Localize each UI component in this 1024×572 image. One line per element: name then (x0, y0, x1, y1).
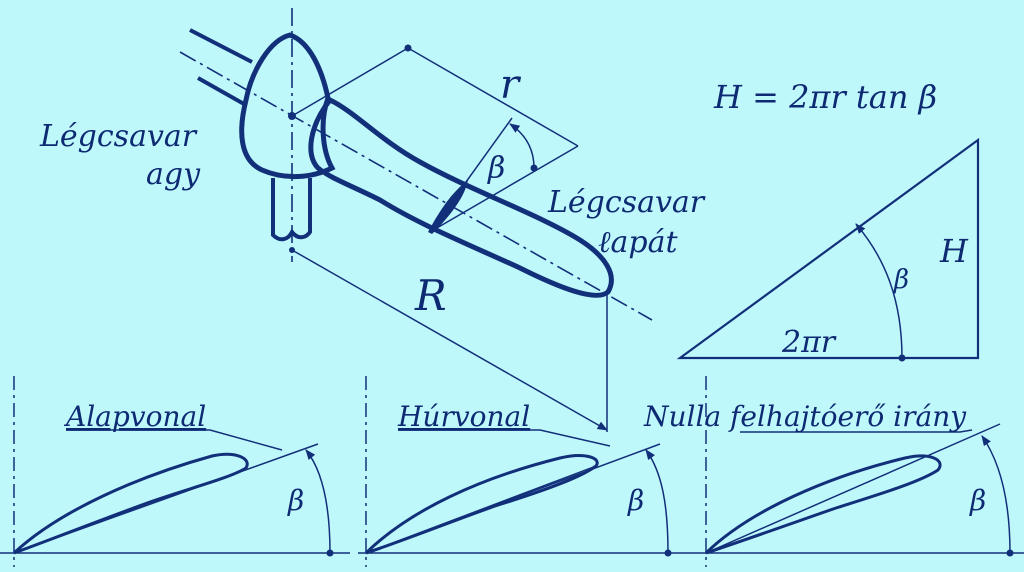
section-hurvonal: Húrvonal β (358, 376, 700, 567)
airfoil-1 (12, 452, 249, 555)
triangle-H-label: H (939, 232, 969, 270)
triangle-shape (676, 137, 980, 360)
pitch-triangle: H β 2πr (676, 137, 980, 362)
section-2-beta: β (627, 484, 644, 517)
airfoil-3 (704, 454, 942, 555)
R-dimension: R (291, 249, 608, 432)
blade (308, 96, 614, 298)
shaft-upper (189, 28, 253, 106)
beta-main-label: β (487, 151, 505, 186)
section-nulla-felhajtoero: Nulla felhajtóerő irány β (643, 376, 1024, 567)
pitch-formula: H = 2πr tan β (713, 78, 937, 116)
hub-label-1: Légcsavar (39, 119, 198, 154)
section-alapvonal: Alapvonal β (0, 376, 350, 567)
triangle-beta-label: β (893, 265, 909, 295)
r-label: r (500, 62, 522, 108)
section-3-beta: β (969, 484, 986, 517)
triangle-base-label: 2πr (781, 325, 837, 360)
blade-axis (179, 51, 653, 321)
section-3-label: Nulla felhajtóerő irány (643, 400, 967, 433)
r-dimension: r β (291, 44, 579, 233)
hub-label-2: agy (146, 157, 201, 192)
airfoil-2 (364, 454, 599, 555)
R-label: R (414, 271, 447, 320)
blade-label-1: Légcsavar (547, 185, 706, 220)
section-2-label: Húrvonal (397, 400, 530, 433)
section-1-beta: β (287, 484, 304, 517)
blade-label-2: ℓapát (598, 225, 678, 260)
section-1-label: Alapvonal (63, 400, 206, 433)
hub-body (239, 32, 336, 180)
